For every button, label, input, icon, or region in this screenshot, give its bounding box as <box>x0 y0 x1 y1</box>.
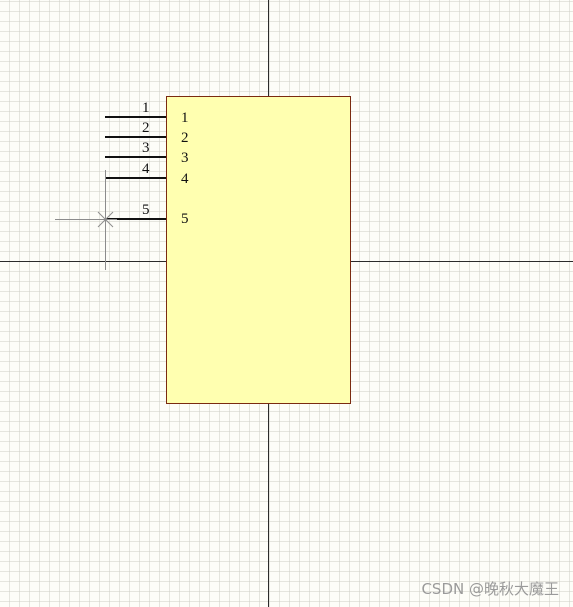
watermark-text: CSDN @晚秋大魔王 <box>421 580 559 598</box>
pin-2-name: 2 <box>181 130 189 146</box>
component-body[interactable] <box>166 96 351 404</box>
crosshair-x-icon <box>97 211 114 228</box>
pin-5-number: 5 <box>142 202 150 218</box>
pin-3-name: 3 <box>181 150 189 166</box>
pin-4-name: 4 <box>181 171 189 187</box>
pin-3-line[interactable] <box>105 156 166 158</box>
pin-4-number: 4 <box>142 161 150 177</box>
pin-5-name: 5 <box>181 211 189 227</box>
pin-5-line[interactable] <box>105 218 166 220</box>
pin-2-line[interactable] <box>105 136 166 138</box>
pin-1-name: 1 <box>181 110 189 126</box>
pin-2-number: 2 <box>142 120 150 136</box>
crosshair-horizontal <box>55 219 117 220</box>
pin-4-line[interactable] <box>105 177 166 179</box>
pin-1-number: 1 <box>142 100 150 116</box>
pin-1-line[interactable] <box>105 116 166 118</box>
pin-3-number: 3 <box>142 140 150 156</box>
